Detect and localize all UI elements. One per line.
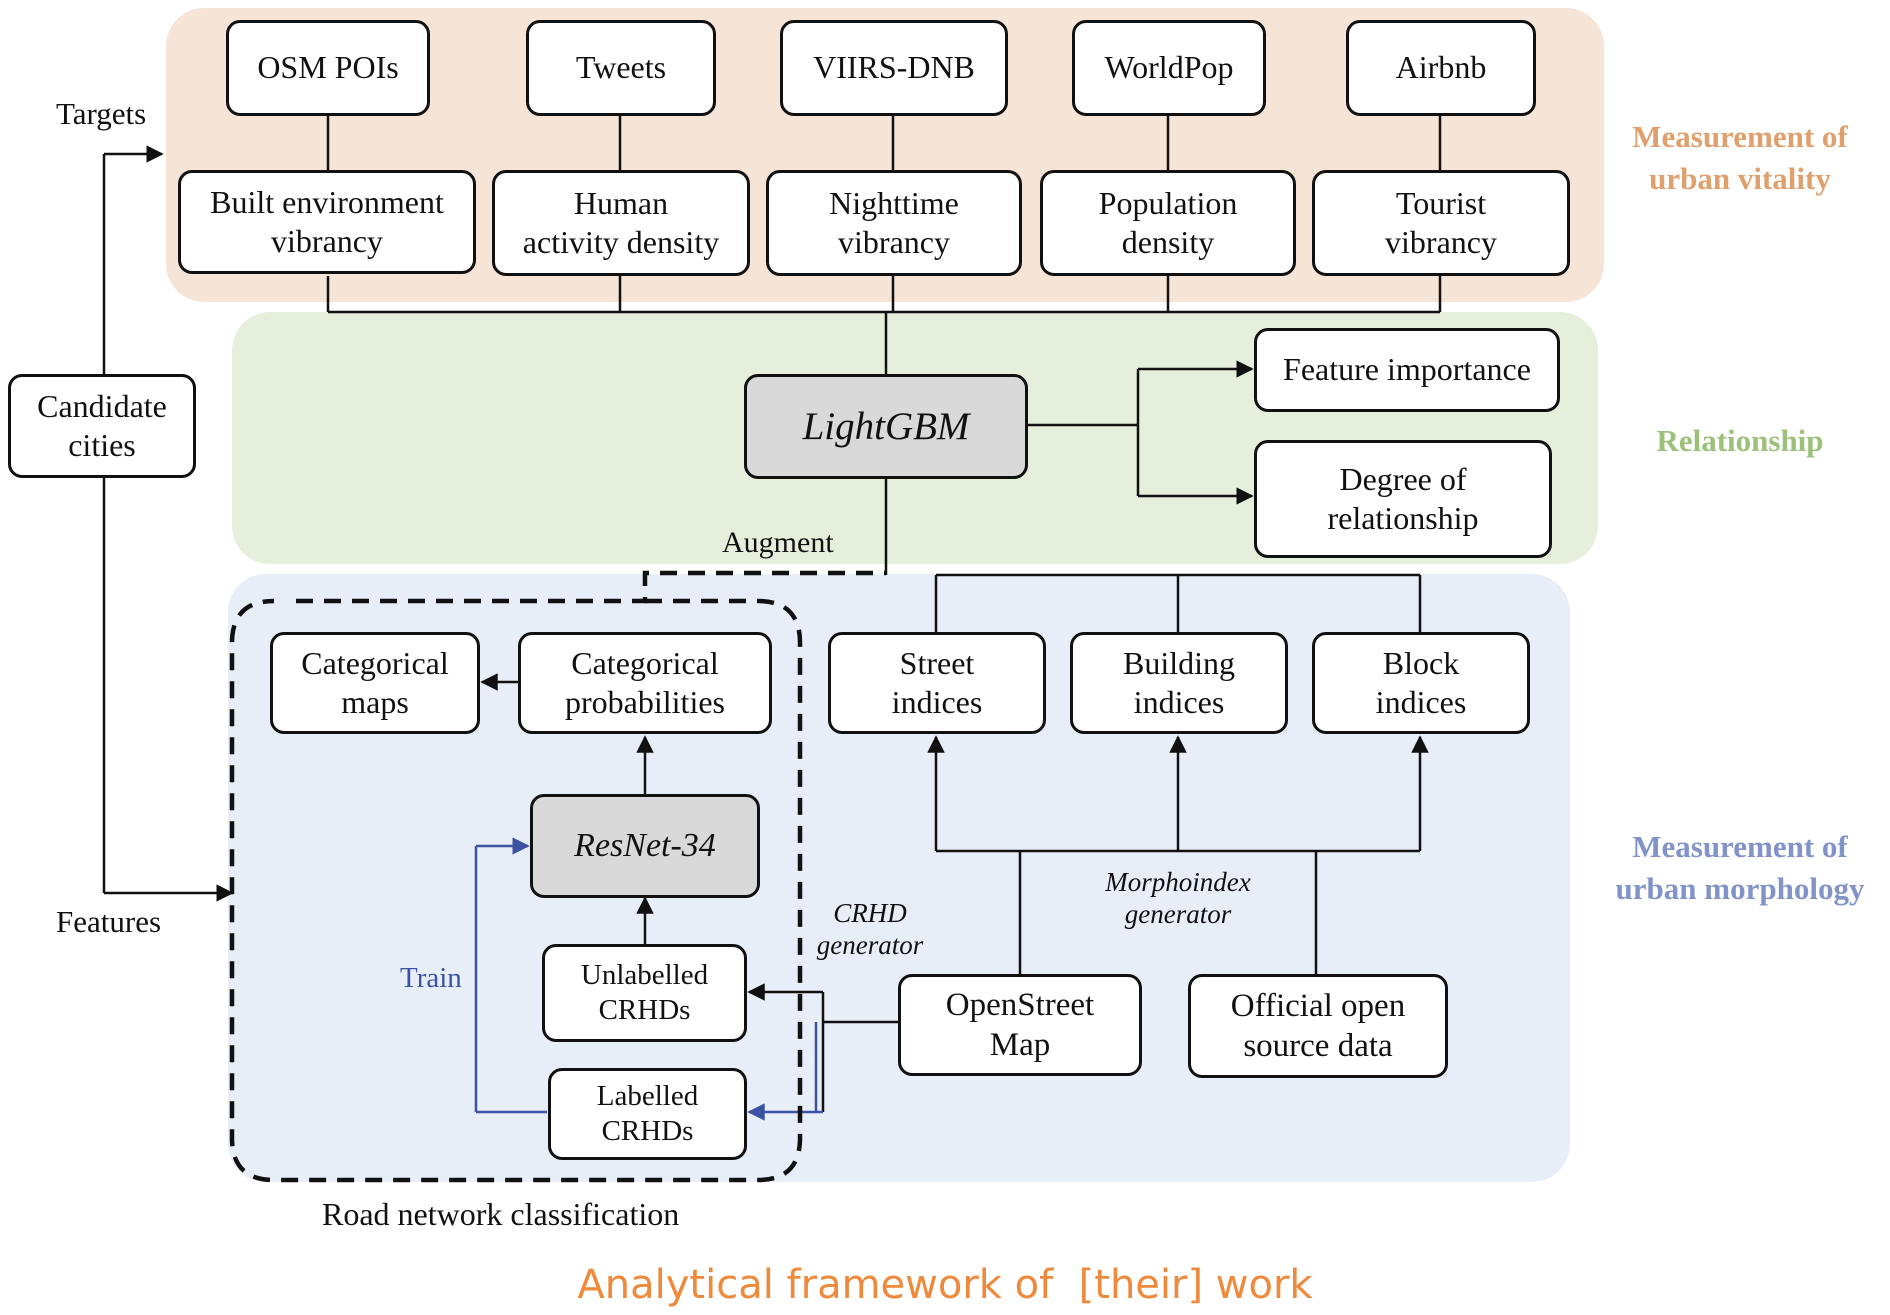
target-nighttime-vibrancy: Nighttime vibrancy xyxy=(766,170,1022,276)
urban-vitality-label: Measurement of urban vitality xyxy=(1632,119,1848,196)
building-indices: Building indices xyxy=(1070,632,1288,734)
urban-morphology-label: Measurement of urban morphology xyxy=(1615,829,1865,906)
morphoindex-generator-label: Morphoindex generator xyxy=(1105,867,1251,930)
feature-importance-output: Feature importance xyxy=(1254,328,1560,412)
figure-caption: Analytical framework of [their] work xyxy=(577,1262,1313,1308)
source-worldpop: WorldPop xyxy=(1072,20,1266,116)
unlabelled-crhds: Unlabelled CRHDs xyxy=(542,944,747,1042)
target-population-density: Population density xyxy=(1040,170,1296,276)
labelled-crhds: Labelled CRHDs xyxy=(548,1068,747,1160)
target-human-activity-density: Human activity density xyxy=(492,170,750,276)
source-tweets: Tweets xyxy=(526,20,716,116)
degree-of-relationship-output: Degree of relationship xyxy=(1254,440,1552,558)
source-viirs-dnb: VIIRS-DNB xyxy=(780,20,1008,116)
crhd-generator-label: CRHD generator xyxy=(816,898,924,961)
block-indices: Block indices xyxy=(1312,632,1530,734)
train-label: Train xyxy=(400,962,462,994)
source-osm-pois: OSM POIs xyxy=(226,20,430,116)
target-built-environment-vibrancy: Built environment vibrancy xyxy=(178,170,476,274)
features-label: Features xyxy=(56,904,162,939)
resnet-34-model: ResNet-34 xyxy=(530,794,760,898)
candidate-cities: Candidate cities xyxy=(8,374,196,478)
openstreetmap-source: OpenStreet Map xyxy=(898,974,1142,1076)
road-network-classification-label: Road network classification xyxy=(322,1196,680,1232)
official-open-source-data: Official open source data xyxy=(1188,974,1448,1078)
street-indices: Street indices xyxy=(828,632,1046,734)
categorical-probabilities: Categorical probabilities xyxy=(518,632,772,734)
categorical-maps: Categorical maps xyxy=(270,632,480,734)
source-airbnb: Airbnb xyxy=(1346,20,1536,116)
target-tourist-vibrancy: Tourist vibrancy xyxy=(1312,170,1570,276)
lightgbm-model: LightGBM xyxy=(744,374,1028,479)
targets-label: Targets xyxy=(56,96,147,131)
relationship-label: Relationship xyxy=(1656,423,1824,458)
augment-label: Augment xyxy=(722,526,834,559)
